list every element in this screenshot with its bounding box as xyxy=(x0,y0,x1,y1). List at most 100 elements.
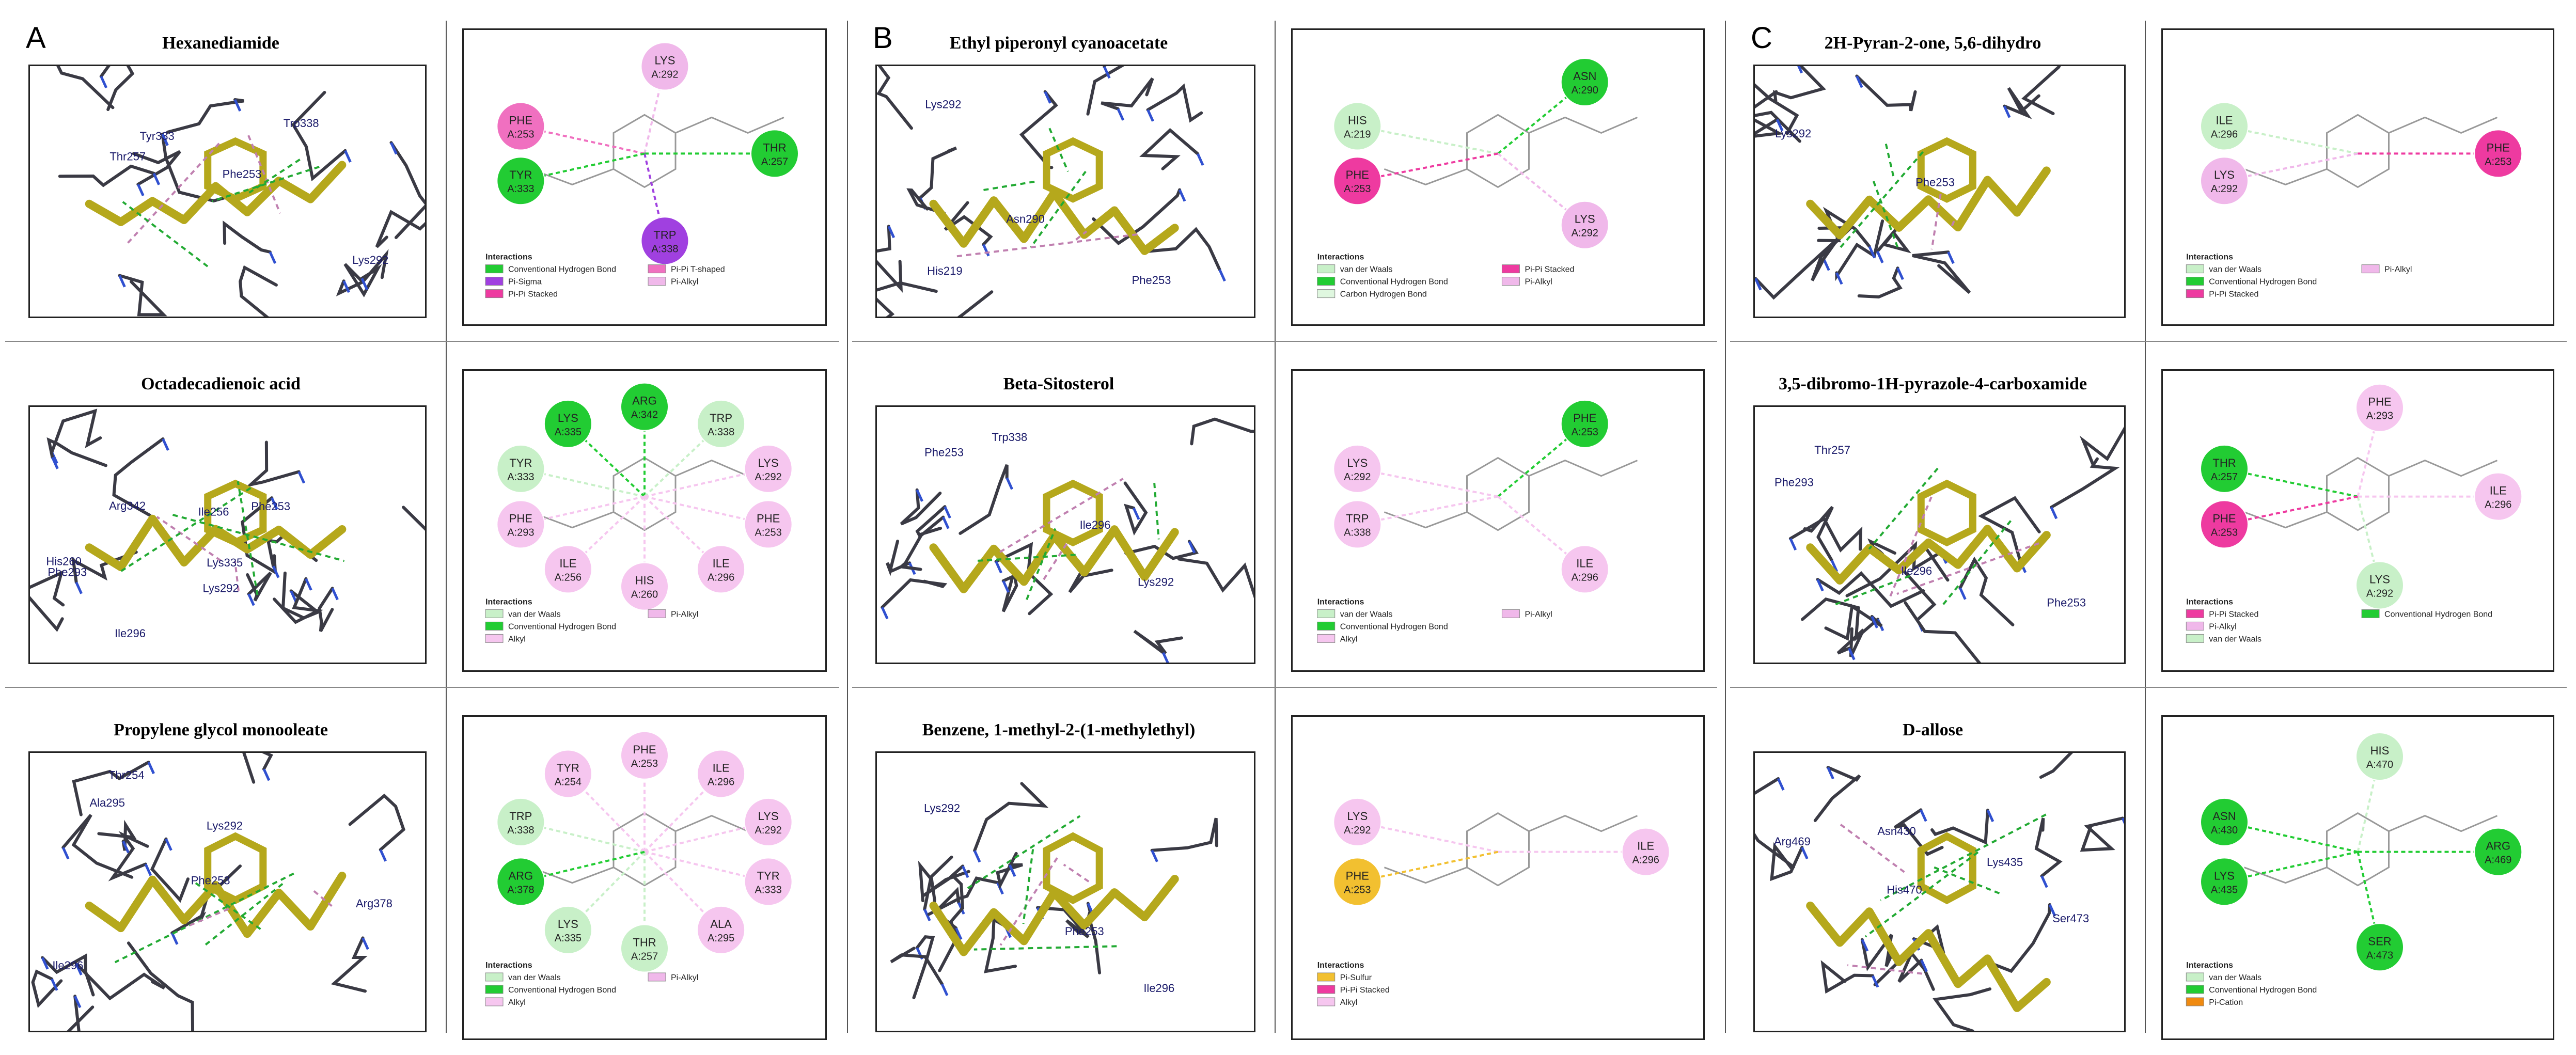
compound-title: Benzene, 1-methyl-2-(1-methylethyl) xyxy=(922,720,1196,739)
residue-id: A:469 xyxy=(2485,855,2511,866)
compound-title: Propylene glycol monooleate xyxy=(114,720,328,739)
residue-id: A:253 xyxy=(507,129,534,140)
legend-item: Conventional Hydrogen Bond xyxy=(508,265,616,274)
compound-title: Hexanediamide xyxy=(162,34,279,53)
legend-title: Interactions xyxy=(2186,253,2233,262)
residue-name: THR xyxy=(2212,456,2236,469)
legend-item: Conventional Hydrogen Bond xyxy=(508,622,616,631)
residue-name: ALA xyxy=(710,918,732,931)
residue-id: A:335 xyxy=(555,427,582,438)
residue-label-3d: Trp338 xyxy=(992,431,1027,444)
residue-label-3d: Phe293 xyxy=(48,565,87,578)
residue-label-3d: Lys335 xyxy=(207,556,243,569)
residue-label-3d: Arg469 xyxy=(1774,835,1811,848)
compound-title: 3,5-dibromo-1H-pyrazole-4-carboxamide xyxy=(1778,374,2087,393)
compound-title: Beta-Sitosterol xyxy=(1003,374,1114,393)
legend-item: Pi-Alkyl xyxy=(671,278,698,287)
legend-item: Alkyl xyxy=(508,635,526,643)
residue-id: A:253 xyxy=(1344,183,1371,195)
compound-title: 2H-Pyran-2-one, 5,6-dihydro xyxy=(1824,34,2041,53)
residue-label-3d: Lys292 xyxy=(1775,127,1811,140)
residue-id: A:256 xyxy=(555,572,582,583)
residue-id: A:292 xyxy=(1344,471,1371,483)
residue-label-3d: Thr257 xyxy=(1814,444,1850,456)
residue-name: LYS xyxy=(1347,810,1368,823)
row-divider xyxy=(5,341,839,342)
residue-id: A:296 xyxy=(1632,855,1659,866)
panel-letter: B xyxy=(873,21,893,55)
row-divider xyxy=(5,687,839,688)
legend-title: Interactions xyxy=(485,597,532,606)
legend-item: van der Waals xyxy=(508,973,561,982)
residue-name: PHE xyxy=(509,512,532,525)
legend-title: Interactions xyxy=(485,253,532,262)
residue-name: TYR xyxy=(557,761,579,774)
residue-label-3d: His260 xyxy=(46,555,81,568)
residue-name: PHE xyxy=(2212,512,2236,525)
residue-name: TRP xyxy=(509,810,532,823)
legend-item: Alkyl xyxy=(1340,998,1358,1007)
residue-name: LYS xyxy=(558,412,578,424)
residue-label-3d: Lys292 xyxy=(352,254,388,266)
residue-name: ILE xyxy=(2216,114,2233,127)
residue-label-3d: Phe253 xyxy=(223,168,262,181)
residue-id: A:296 xyxy=(2485,499,2511,511)
residue-name: LYS xyxy=(2214,869,2235,882)
compound-title: Octadecadienoic acid xyxy=(141,374,301,393)
residue-name: HIS xyxy=(2370,744,2390,757)
column-divider xyxy=(446,21,447,1033)
row-divider xyxy=(852,341,1717,342)
residue-node: LYS A:292 xyxy=(1333,797,1382,846)
legend-title: Interactions xyxy=(2186,597,2233,606)
residue-label-3d: Ile296 xyxy=(115,627,146,640)
residue-id: A:253 xyxy=(1572,427,1598,438)
residue-label-3d: Lys292 xyxy=(202,581,239,594)
residue-name: TRP xyxy=(710,412,732,424)
residue-label-3d: Trp338 xyxy=(284,117,319,130)
residue-name: HIS xyxy=(1348,114,1367,127)
residue-id: A:292 xyxy=(1344,825,1371,836)
residue-name: ARG xyxy=(508,869,533,882)
column-divider xyxy=(2145,21,2146,1033)
residue-name: SER xyxy=(2368,935,2391,948)
residue-id: A:333 xyxy=(755,884,782,895)
residue-name: LYS xyxy=(1347,456,1368,469)
residue-id: A:295 xyxy=(708,933,734,944)
legend-item: van der Waals xyxy=(1340,265,1393,274)
residue-id: A:335 xyxy=(555,933,582,944)
residue-label-3d: Phe253 xyxy=(1132,274,1171,287)
legend-item: Pi-Alkyl xyxy=(1525,610,1552,619)
legend-item: Conventional Hydrogen Bond xyxy=(1340,278,1448,287)
residue-id: A:253 xyxy=(2485,156,2511,167)
residue-id: A:257 xyxy=(761,156,788,167)
residue-label-3d: Ala295 xyxy=(89,796,125,809)
residue-id: A:260 xyxy=(631,589,658,601)
residue-id: A:333 xyxy=(507,471,534,483)
residue-label-3d: Asn430 xyxy=(1877,825,1916,838)
legend-title: Interactions xyxy=(1317,597,1364,606)
